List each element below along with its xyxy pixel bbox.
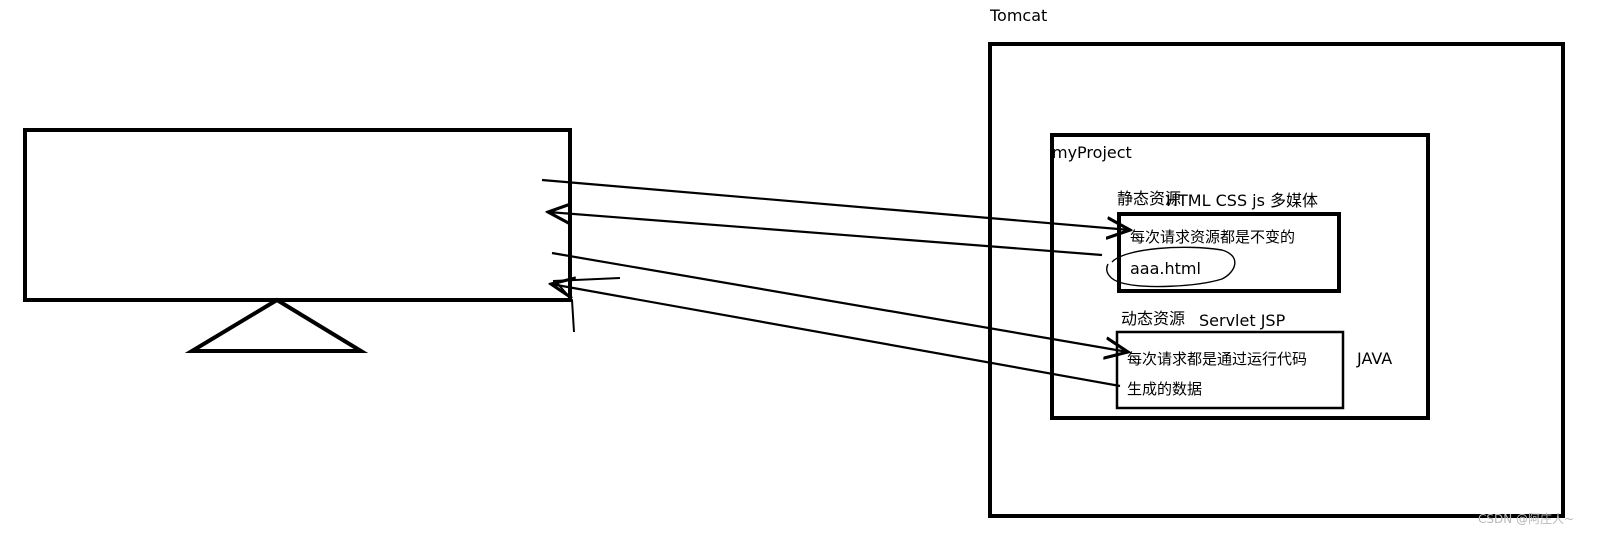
- static-resource-types: HTML CSS js 多媒体: [1166, 191, 1319, 210]
- highlight-scribble: [1106, 246, 1236, 288]
- client-monitor: [23, 128, 572, 353]
- dynamic-resource-box: [1115, 330, 1345, 410]
- project-box: [1050, 133, 1430, 420]
- dynamic-resource-language: JAVA: [1357, 349, 1393, 368]
- static-resource-box: [1117, 212, 1341, 293]
- static-response-arrow: [548, 212, 1103, 257]
- project-label: myProject: [1052, 143, 1132, 162]
- static-resource-title: 静态资源: [1117, 189, 1182, 208]
- dynamic-resource-title: 动态资源: [1121, 309, 1186, 328]
- scribble-stroke: [552, 277, 621, 282]
- static-resource-description: 每次请求资源都是不变的: [1130, 228, 1296, 246]
- dynamic-request-arrow: [551, 251, 1128, 352]
- static-request-arrow: [541, 178, 1130, 230]
- monitor-stand: [184, 297, 369, 353]
- dynamic-response-arrow: [551, 284, 1121, 388]
- tomcat-label: Tomcat: [990, 6, 1048, 25]
- monitor-screen: [23, 128, 572, 302]
- dynamic-resource-description-line1: 每次请求都是通过运行代码: [1127, 350, 1308, 368]
- scribble-stroke: [556, 282, 575, 333]
- static-resource-example: aaa.html: [1130, 259, 1201, 278]
- dynamic-resource-description-line2: 生成的数据: [1127, 380, 1203, 398]
- dynamic-resource-types: Servlet JSP: [1199, 311, 1286, 330]
- tomcat-box: [988, 42, 1565, 518]
- watermark: CSDN @阿庄人~: [1478, 512, 1575, 526]
